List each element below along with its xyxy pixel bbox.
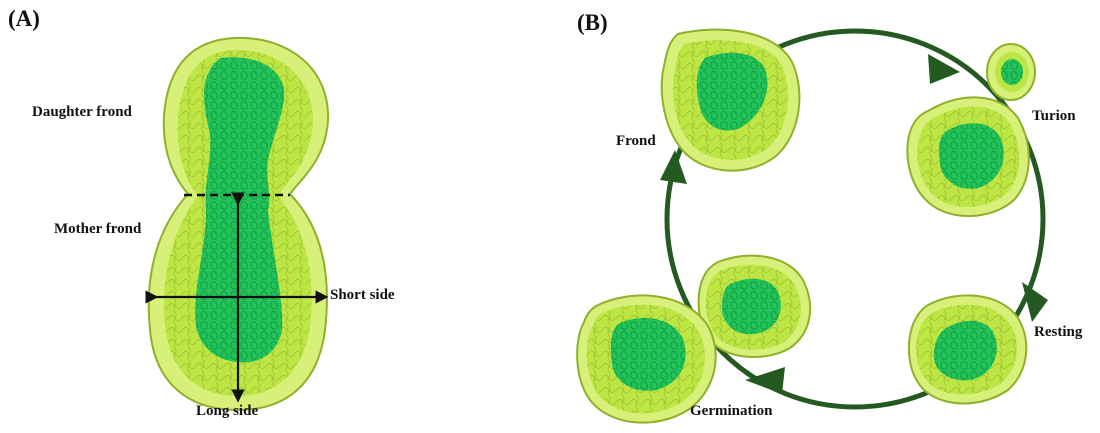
frond-pair-illustration xyxy=(145,36,330,412)
cycle-arrow-top xyxy=(928,54,960,84)
germination-stage xyxy=(576,254,812,424)
turion-stage-label: Turion xyxy=(1032,108,1076,124)
resting-stage-label: Resting xyxy=(1034,324,1083,340)
turion-stage xyxy=(906,43,1036,218)
cycle-circle xyxy=(664,28,1046,410)
panel-a-label: (A) xyxy=(8,6,40,31)
long-side-label: Long side xyxy=(196,403,259,419)
resting-stage xyxy=(907,294,1028,405)
cycle-arrow-right xyxy=(1022,282,1048,322)
frond-stage xyxy=(660,28,801,172)
cycle-arrow-bottom xyxy=(745,367,785,394)
cycle-arrow-left xyxy=(660,150,687,184)
panel-b-label: (B) xyxy=(577,10,608,35)
daughter-frond-label: Daughter frond xyxy=(32,104,132,120)
mother-frond-label: Mother frond xyxy=(54,221,142,237)
life-cycle-illustration xyxy=(576,28,1048,424)
short-side-label: Short side xyxy=(330,287,395,303)
germination-stage-label: Germination xyxy=(690,403,773,419)
frond-stage-label: Frond xyxy=(616,133,656,149)
